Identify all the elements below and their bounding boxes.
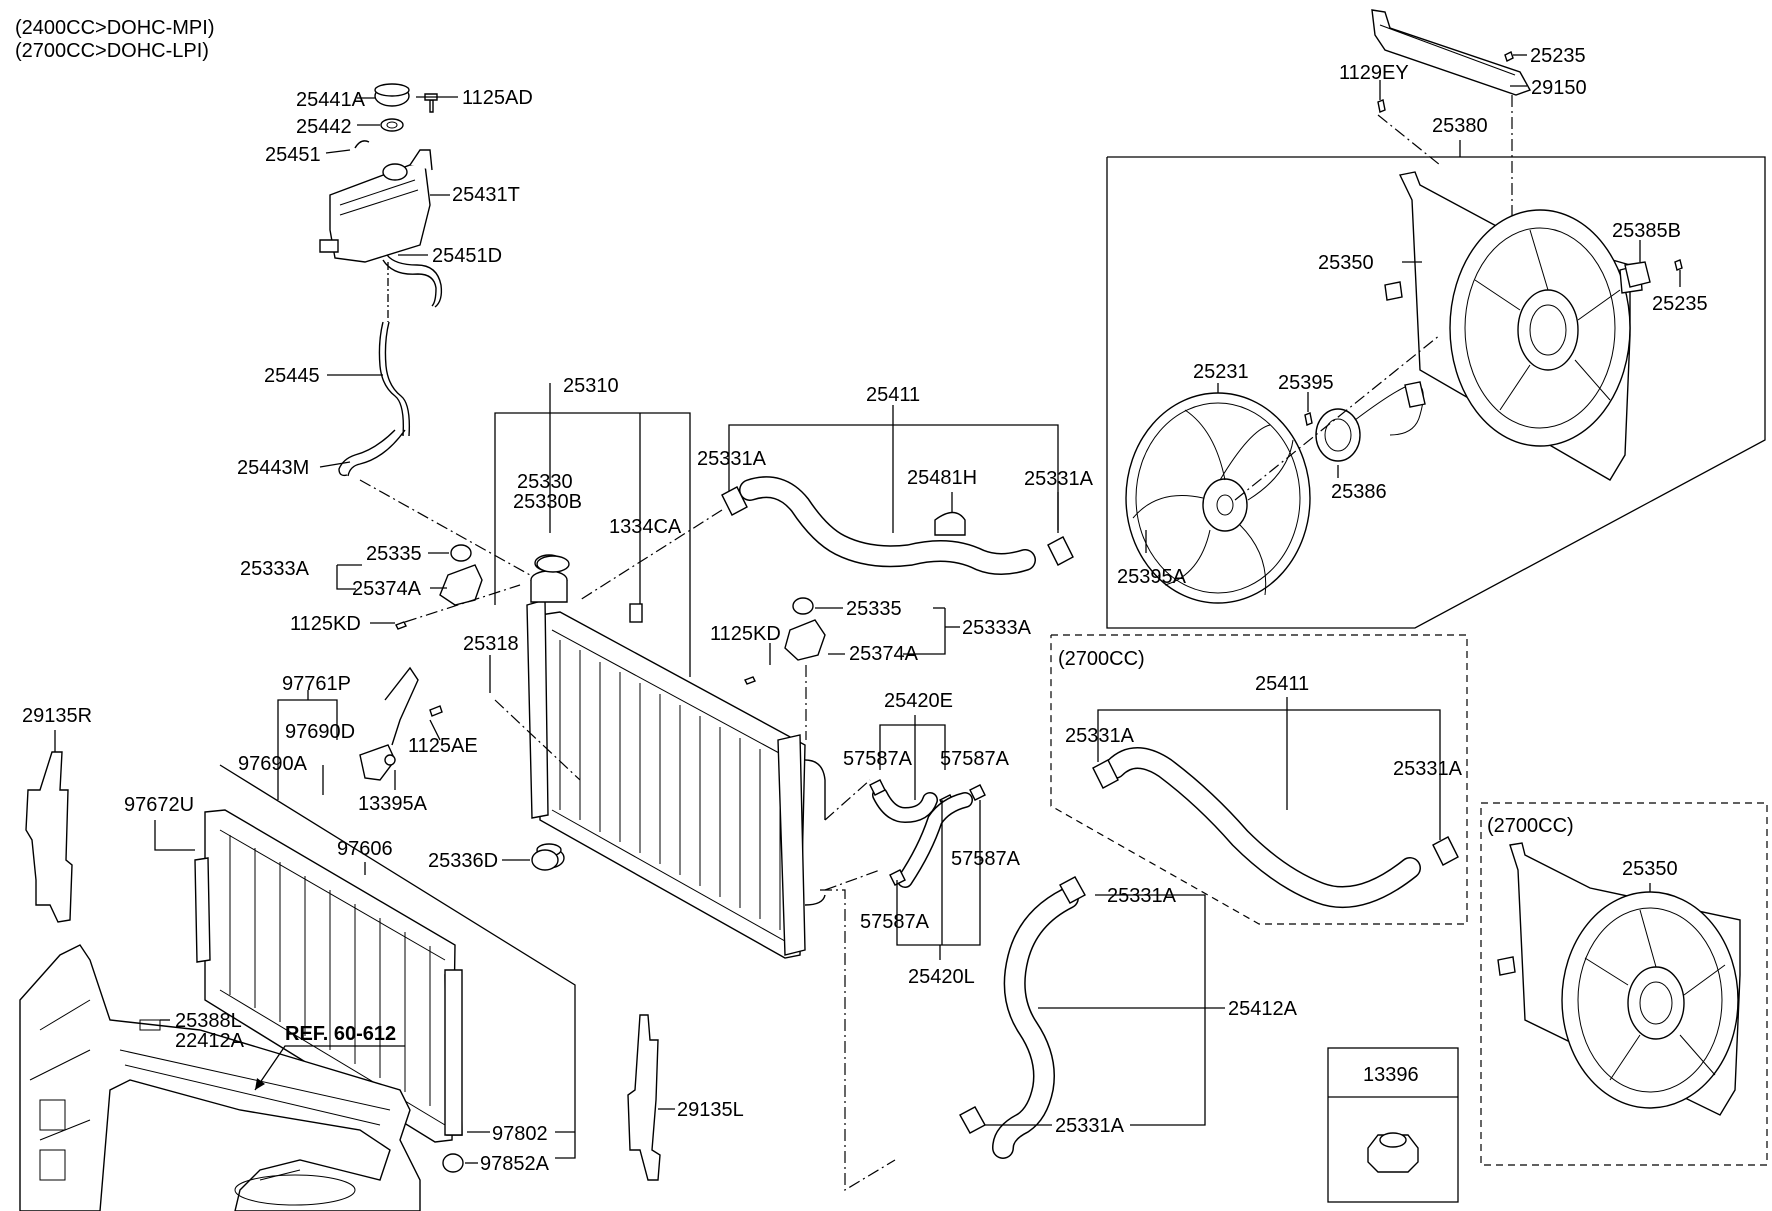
label-25310: 25310 — [563, 375, 619, 397]
label-25395: 25395 — [1278, 372, 1334, 394]
label-25350-2700cc: 25350 — [1622, 858, 1678, 880]
label-25380: 25380 — [1432, 115, 1488, 137]
label-25331A-lower-top: 25331A — [1107, 885, 1177, 907]
label-25481H: 25481H — [907, 467, 977, 489]
upper-hose-2700cc — [1092, 747, 1459, 909]
label-57587A-b: 57587A — [940, 748, 1010, 770]
engine-note-2400: (2400CC>DOHC-MPI) — [15, 17, 214, 39]
label-13396: 13396 — [1363, 1064, 1419, 1086]
label-25451D: 25451D — [432, 245, 502, 267]
label-25385B: 25385B — [1612, 220, 1681, 242]
label-57587A-c: 57587A — [951, 848, 1021, 870]
label-25235-top: 25235 — [1530, 45, 1586, 67]
label-25235-right: 25235 — [1652, 293, 1708, 315]
upper-bracket-29150 — [1371, 9, 1532, 113]
label-97761P: 97761P — [282, 673, 351, 695]
upper-radiator-hose — [721, 476, 1074, 575]
label-1125KD-right: 1125KD — [710, 623, 781, 645]
resistor-25385B — [1624, 259, 1683, 288]
label-25411: 25411 — [866, 384, 920, 406]
label-2700cc-shroud: (2700CC) — [1487, 815, 1574, 837]
label-97690A: 97690A — [238, 753, 308, 775]
label-1334CA: 1334CA — [609, 516, 682, 538]
label-57587A-a: 57587A — [843, 748, 913, 770]
label-25331A-hose-left: 25331A — [697, 448, 767, 470]
label-1125AE: 1125AE — [408, 735, 478, 757]
label-25388L: 25388L — [175, 1010, 242, 1032]
air-guard-29135L — [627, 1014, 661, 1181]
heater-hose-25420L — [889, 784, 986, 888]
label-25318: 25318 — [463, 633, 519, 655]
label-97690D: 97690D — [285, 721, 355, 743]
label-25335-left: 25335 — [366, 543, 422, 565]
upper-mount-bracket-right — [744, 597, 826, 685]
label-22412A: 22412A — [175, 1030, 245, 1052]
label-25333A-right: 25333A — [962, 617, 1032, 639]
label-13395A: 13395A — [358, 793, 428, 815]
front-end-carrier — [19, 944, 421, 1211]
label-29150: 29150 — [1531, 77, 1587, 99]
label-25333A-left: 25333A — [240, 558, 310, 580]
label-25336D: 25336D — [428, 850, 498, 872]
heater-hose-25420E — [869, 779, 956, 824]
label-97802: 97802 — [492, 1123, 548, 1145]
label-25374A-right: 25374A — [849, 643, 919, 665]
label-25331A-hose-right: 25331A — [1024, 468, 1094, 490]
label-25335-right: 25335 — [846, 598, 902, 620]
receiver-drier-97802 — [444, 969, 463, 1136]
label-25330B: 25330B — [513, 491, 582, 513]
label-25386: 25386 — [1331, 481, 1387, 503]
label-25411-2700cc: 25411 — [1255, 673, 1309, 695]
label-1129EY: 1129EY — [1339, 62, 1409, 84]
fan-shroud-25350 — [1384, 171, 1643, 481]
radiator-cap-25330 — [536, 555, 570, 573]
fan-25231 — [1125, 392, 1311, 604]
label-25412A: 25412A — [1228, 998, 1298, 1020]
lower-radiator-hose — [959, 876, 1086, 1159]
label-97606: 97606 — [337, 838, 393, 860]
label-25420E: 25420E — [884, 690, 953, 712]
label-25330: 25330 — [517, 471, 573, 493]
fan-motor-25386 — [1304, 381, 1426, 462]
radiator-assembly — [526, 554, 826, 959]
label-97672U: 97672U — [124, 794, 194, 816]
label-57587A-d: 57587A — [860, 911, 930, 933]
air-guard-29135R — [25, 751, 73, 923]
label-1125KD-left: 1125KD — [290, 613, 361, 635]
label-25442: 25442 — [296, 116, 352, 138]
label-25331A-lower-bottom: 25331A — [1055, 1115, 1125, 1137]
label-1125AD: 1125AD — [462, 87, 533, 109]
label-25420L: 25420L — [908, 966, 975, 988]
engine-note-2700: (2700CC>DOHC-LPI) — [15, 40, 209, 62]
mount-25336D — [531, 849, 559, 871]
cap-97852A — [442, 1153, 464, 1173]
label-25331A-2700-right: 25331A — [1393, 758, 1463, 780]
label-25231: 25231 — [1193, 361, 1249, 383]
label-25445: 25445 — [264, 365, 320, 387]
label-25441A: 25441A — [296, 89, 366, 111]
ref-60-612[interactable]: REF. 60-612 — [285, 1023, 396, 1045]
label-29135R: 29135R — [22, 705, 92, 727]
fan-shroud-2700cc — [1497, 842, 1741, 1116]
upper-mount-bracket-left — [395, 544, 483, 630]
label-29135L: 29135L — [677, 1099, 744, 1121]
label-25331A-2700-left: 25331A — [1065, 725, 1135, 747]
nut-13396 — [1367, 1132, 1419, 1173]
label-25431T: 25431T — [452, 184, 520, 206]
label-97852A: 97852A — [480, 1153, 550, 1175]
label-25350: 25350 — [1318, 252, 1374, 274]
label-25451: 25451 — [265, 144, 321, 166]
label-25374A-left: 25374A — [352, 578, 422, 600]
label-25443M: 25443M — [237, 457, 309, 479]
label-25395A: 25395A — [1117, 566, 1187, 588]
condenser-bracket — [359, 666, 443, 781]
label-2700cc-hose: (2700CC) — [1058, 648, 1145, 670]
reservoir-tank-group — [319, 83, 443, 477]
